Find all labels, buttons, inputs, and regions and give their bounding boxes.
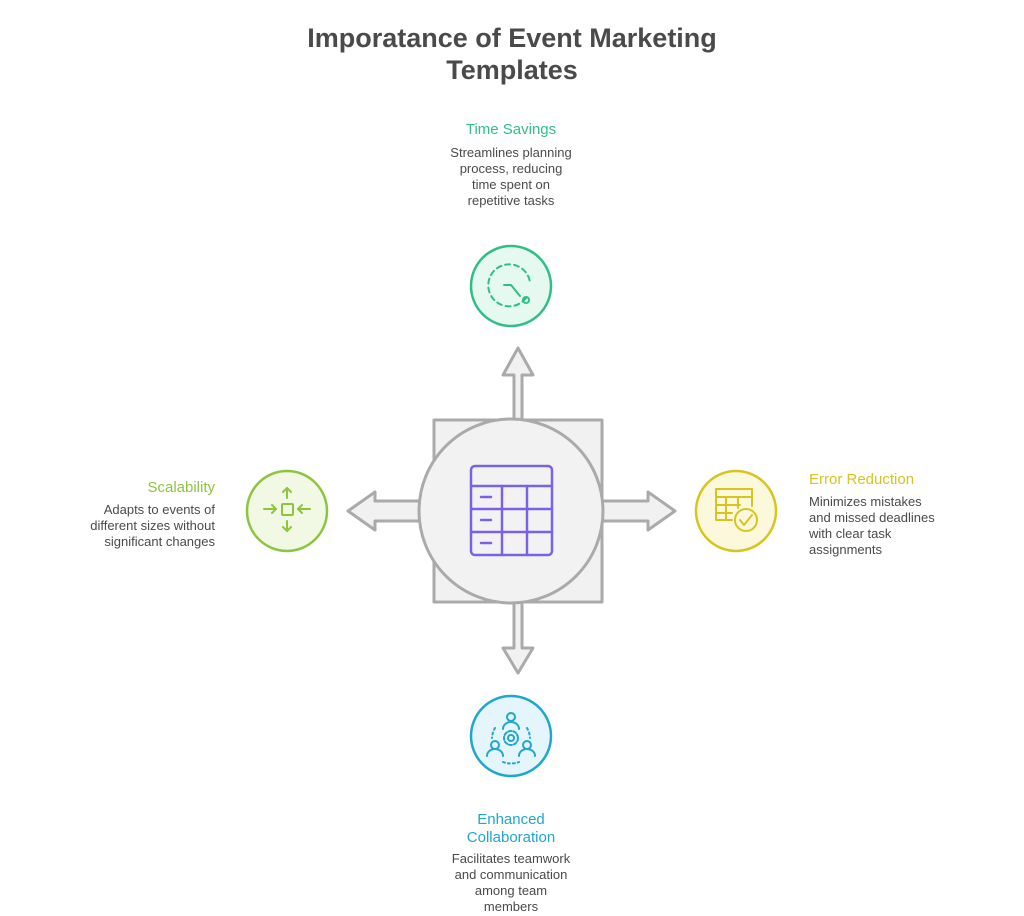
desc-line: Streamlines planning — [450, 145, 572, 160]
team-gear-icon — [486, 712, 536, 765]
desc-line: different sizes without — [90, 518, 215, 533]
collaboration-description: Facilitates teamwork and communication a… — [411, 851, 611, 915]
center-circle — [417, 417, 605, 605]
error-reduction-label: Error Reduction — [809, 471, 915, 488]
time-savings-label: Time Savings — [465, 121, 557, 138]
desc-line: members — [483, 899, 539, 914]
table-icon — [469, 464, 554, 557]
scale-arrows-icon — [263, 487, 311, 532]
time-savings-description: Streamlines planning process, reducing t… — [411, 145, 611, 209]
desc-line: Minimizes mistakes — [809, 494, 922, 509]
desc-line: among team — [474, 883, 548, 898]
error-reduction-description: Minimizes mistakes and missed deadlines … — [809, 494, 1009, 558]
desc-line: repetitive tasks — [467, 193, 555, 208]
diagram-title: Imporatance of Event Marketing Templates — [262, 22, 762, 86]
desc-line: process, reducing — [459, 161, 563, 176]
scalability-node — [245, 469, 329, 553]
label-line: Enhanced — [477, 811, 545, 828]
desc-line: with clear task — [809, 526, 892, 541]
scalability-description: Adapts to events of different sizes with… — [15, 502, 215, 550]
desc-line: assignments — [809, 542, 882, 557]
title-line-2: Templates — [446, 55, 578, 85]
scalability-label: Scalability — [147, 479, 215, 496]
title-line-1: Imporatance of Event Marketing — [307, 23, 717, 53]
desc-line: and missed deadlines — [809, 510, 935, 525]
task-check-icon — [715, 488, 758, 532]
desc-line: significant changes — [104, 534, 215, 549]
label-line: Collaboration — [466, 829, 556, 846]
desc-line: Facilitates teamwork — [451, 851, 571, 866]
timer-icon — [487, 263, 531, 308]
desc-line: Adapts to events of — [103, 502, 215, 517]
collaboration-label: Enhanced Collaboration — [411, 811, 611, 847]
desc-line: time spent on — [471, 177, 551, 192]
desc-line: and communication — [454, 867, 568, 882]
error-reduction-node — [694, 469, 778, 553]
